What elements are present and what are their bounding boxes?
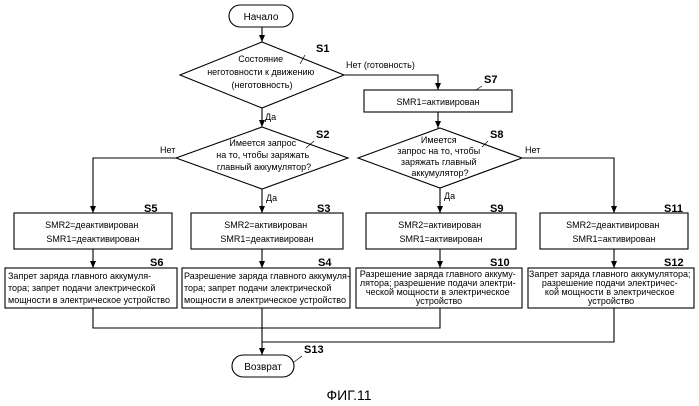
step-label-s13: S13 xyxy=(304,344,324,356)
start-terminal: Начало xyxy=(229,5,293,27)
step-label-s5: S5 xyxy=(144,203,157,215)
step-label-s6: S6 xyxy=(150,257,163,269)
process-s7: SMR1=активирован xyxy=(364,90,512,112)
step-label-s12: S12 xyxy=(664,257,684,269)
step-label-s8: S8 xyxy=(490,129,503,141)
step-label-s7: S7 xyxy=(484,74,497,86)
branch-label-s1-no: Нет (готовность) xyxy=(346,60,415,70)
step-label-s11: S11 xyxy=(664,203,683,215)
svg-text:Разрешение заряда главного акк: Разрешение заряда главного аккумуля- тор… xyxy=(184,271,352,305)
process-s11: SMR2=деактивирован SMR1=активирован xyxy=(540,213,688,249)
branch-label-s8-no: Нет xyxy=(525,145,540,155)
process-s4: Разрешение заряда главного аккумуля- тор… xyxy=(182,268,352,308)
step-label-s10: S10 xyxy=(490,257,510,269)
branch-label-s2-yes: Да xyxy=(266,193,277,203)
process-s3: SMR2=активирован SMR1=деактивирован xyxy=(191,213,343,249)
svg-text:SMR1=активирован: SMR1=активирован xyxy=(397,97,480,107)
branch-label-s2-no: Нет xyxy=(160,145,175,155)
step-label-s9: S9 xyxy=(490,203,503,215)
step-label-s4: S4 xyxy=(318,257,332,269)
end-terminal: Возврат xyxy=(232,355,294,377)
decision-s2-text: Имеется запрос на то, чтобы заряжать гла… xyxy=(216,138,311,172)
process-s10: Разрешение заряда главного аккуму- лятор… xyxy=(356,268,522,308)
branch-label-s1-yes: Да xyxy=(265,112,276,122)
step-label-s2: S2 xyxy=(316,129,329,141)
svg-text:Начало: Начало xyxy=(244,12,279,23)
svg-text:Запрет заряда главного аккумул: Запрет заряда главного аккумуля- тора; з… xyxy=(8,271,170,305)
process-s12: Запрет заряда главного аккумулятора; раз… xyxy=(528,268,694,308)
process-s9: SMR2=активирован SMR1=активирован xyxy=(366,213,516,249)
process-s6: Запрет заряда главного аккумуля- тора; з… xyxy=(5,268,177,308)
step-label-s1: S1 xyxy=(316,43,329,55)
figure-caption: ФИГ.11 xyxy=(326,387,371,403)
svg-text:Возврат: Возврат xyxy=(244,362,282,373)
branch-label-s8-yes: Да xyxy=(444,191,455,201)
step-label-s3: S3 xyxy=(317,203,330,215)
process-s5: SMR2=деактивирован SMR1=деактивирован xyxy=(14,213,172,249)
